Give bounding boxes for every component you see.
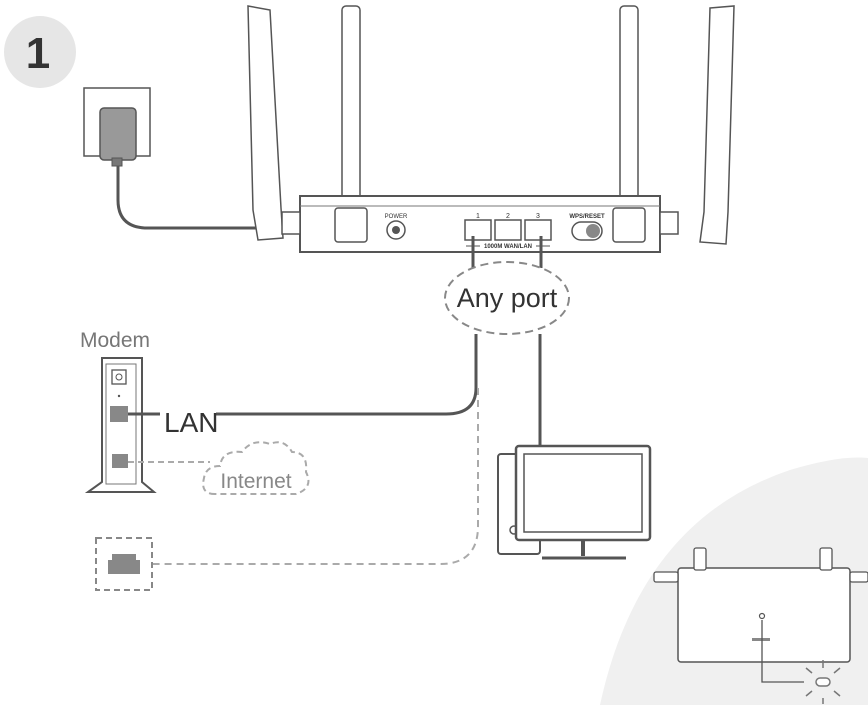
any-port-callout xyxy=(444,261,570,335)
any-port-label: Any port xyxy=(457,283,558,313)
blinking-indicator xyxy=(805,660,841,704)
ports-caption: 1000M WAN/LAN xyxy=(484,244,532,250)
router-port-1 xyxy=(464,219,492,241)
modem-lan-port xyxy=(110,406,128,422)
power-cable xyxy=(116,166,384,230)
wps-label: WPS/RESET xyxy=(569,214,605,220)
indicator-light xyxy=(758,612,766,620)
router-top-view xyxy=(653,547,868,704)
router xyxy=(281,195,679,253)
optional-wall-cable xyxy=(150,388,479,565)
router-port-3 xyxy=(524,219,552,241)
port-number-3: 3 xyxy=(536,213,540,220)
lan-cable xyxy=(216,334,478,416)
port-number-2: 2 xyxy=(506,213,510,220)
modem xyxy=(84,357,157,493)
wall-socket xyxy=(83,87,151,167)
internet-cloud xyxy=(202,441,310,495)
computer xyxy=(497,444,652,560)
power-label: POWER xyxy=(385,214,408,220)
internet-label: Internet xyxy=(220,470,291,493)
lan-label: LAN xyxy=(164,407,218,438)
modem-wan-port xyxy=(112,454,128,468)
port-cables xyxy=(471,236,543,268)
port-number-1: 1 xyxy=(476,213,480,220)
modem-title: Modem xyxy=(80,329,150,352)
step-number: 1 xyxy=(26,29,50,78)
router-port-2 xyxy=(494,219,522,241)
step-badge xyxy=(4,16,76,88)
